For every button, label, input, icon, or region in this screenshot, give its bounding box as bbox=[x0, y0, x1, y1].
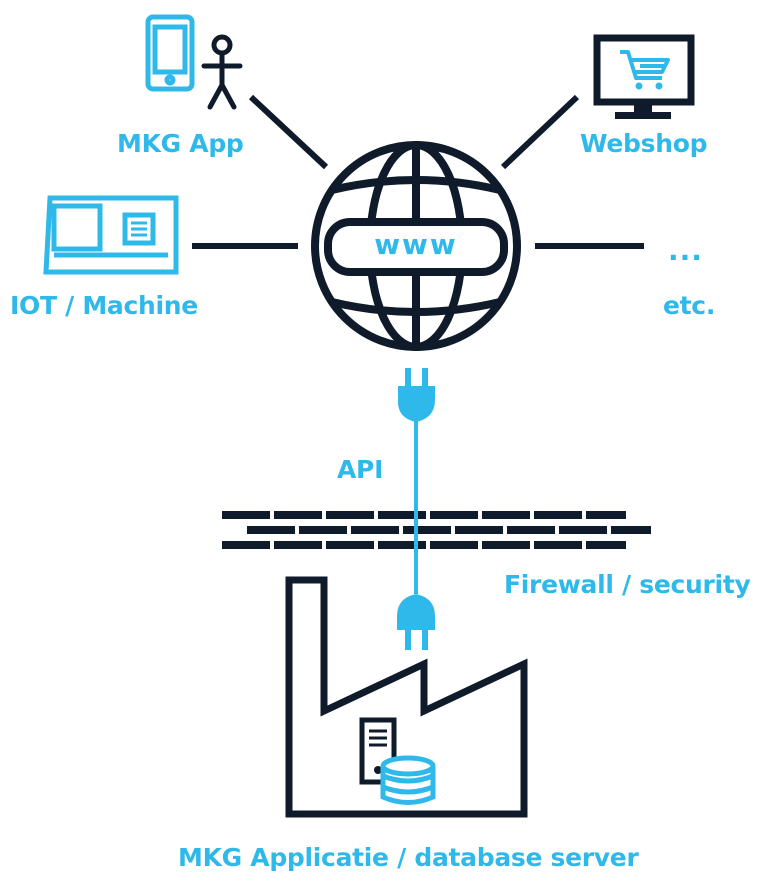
etc-label: etc. bbox=[663, 291, 716, 320]
connector-app bbox=[248, 94, 329, 170]
connector-lines bbox=[192, 94, 644, 249]
app-label: MKG App bbox=[117, 129, 244, 158]
firewall-label: Firewall / security bbox=[504, 570, 751, 599]
plug-icon-top bbox=[397, 368, 435, 422]
globe-www-text: www bbox=[374, 228, 458, 261]
api-label: API bbox=[337, 455, 384, 484]
server-label: MKG Applicatie / database server bbox=[178, 843, 639, 872]
webshop-label: Webshop bbox=[580, 129, 708, 158]
smartphone-icon bbox=[145, 14, 195, 92]
plug-icon-bottom bbox=[397, 594, 435, 650]
factory-icon bbox=[285, 576, 528, 818]
person-icon bbox=[201, 34, 243, 110]
brick-wall-icon bbox=[222, 511, 651, 549]
machine-icon bbox=[43, 195, 179, 275]
monitor-shopping-cart-icon bbox=[593, 34, 695, 119]
ellipsis-label: ... bbox=[668, 234, 703, 267]
database-icon bbox=[380, 755, 436, 805]
server-icon bbox=[359, 717, 397, 785]
iot-label: IOT / Machine bbox=[10, 291, 198, 320]
connector-webshop bbox=[500, 94, 580, 170]
globe-icon bbox=[311, 141, 521, 351]
